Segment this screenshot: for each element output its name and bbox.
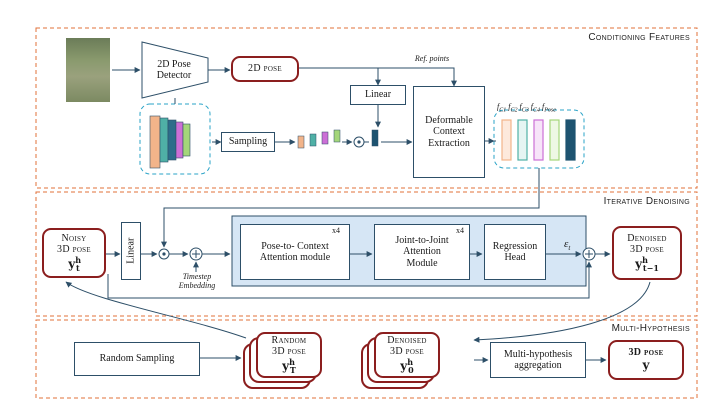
input-image [66, 38, 110, 102]
denoised-hypotheses-box: Denoised 3D pose yh0 [374, 332, 440, 378]
pose-detector-line1: 2D Pose [157, 58, 191, 70]
linear-box-top: Linear [350, 85, 406, 105]
final-pose-label: 3D pose [628, 347, 664, 359]
aggregation-box: Multi-hypothesis aggregation [490, 342, 586, 378]
add-node-2 [582, 247, 596, 261]
dce-line3: Extraction [428, 137, 470, 149]
denoised-line2: 3D pose [630, 244, 664, 256]
ref-points-label: Ref. points [414, 54, 450, 64]
multi-hypothesis-section-label: Multi-Hypothesis [611, 323, 690, 334]
conditioning-section-label: Conditioning Features [588, 32, 690, 43]
pose-ctx-line2: Attention module [259, 252, 331, 263]
random-symbol: yhT [282, 356, 296, 376]
multi-hypothesis-section-frame [35, 319, 698, 399]
pose-detector-shape [141, 41, 209, 99]
linear-label-top: Linear [364, 89, 392, 101]
final-pose-box: 3D pose y [608, 340, 684, 380]
denoised-hyp-line1: Denoised [387, 334, 427, 346]
denoising-section-label: Iterative Denoising [603, 196, 690, 207]
regression-head-box: Regression Head [484, 224, 546, 280]
pose-2d-label: 2D pose [248, 63, 282, 75]
joint-line1: Joint-to-Joint [395, 234, 449, 246]
random-line1: Random [271, 334, 307, 346]
noisy-pose-box: Noisy 3D pose yht [42, 228, 106, 278]
noisy-line1: Noisy [61, 232, 87, 244]
pose-detector-line2: Detector [156, 70, 192, 81]
joint-attention-box: Joint-to-Joint Attention Module [374, 224, 470, 280]
sampled-features [297, 129, 379, 149]
pose-context-repeat: x4 [332, 226, 340, 235]
connectors [65, 67, 651, 363]
sampling-label: Sampling [228, 136, 268, 148]
joint-line3: Module [406, 257, 438, 269]
random-sampling-box: Random Sampling [74, 342, 200, 376]
random-sampling-label: Random Sampling [99, 353, 175, 365]
multiply-node-1 [353, 136, 365, 148]
conditioning-section-frame [35, 27, 698, 189]
joint-line2: Attention [403, 246, 441, 258]
timestep-embedding-label: Timestep Embedding [178, 271, 216, 290]
epsilon-label: εt [564, 238, 571, 253]
denoised-hyp-symbol: yh0 [400, 356, 414, 376]
denoising-section-frame [35, 191, 698, 317]
aggregation-line2: aggregation [514, 360, 562, 371]
sampling-box: Sampling [221, 132, 275, 152]
linear-label-vertical: Linear [125, 237, 137, 265]
noisy-line2: 3D pose [57, 244, 91, 256]
regression-line2: Head [504, 252, 526, 263]
random-pose-box: Random 3D pose yhT [256, 332, 322, 378]
joint-attention-repeat: x4 [456, 226, 464, 235]
context-features-group [493, 109, 585, 169]
denoised-pose-box: Denoised 3D pose yht−1 [612, 226, 682, 280]
noisy-symbol: yht [68, 254, 82, 274]
denoised-hyp-line2: 3D pose [390, 346, 424, 358]
pose-detector-box: 2D Pose Detector [144, 54, 204, 86]
pose-ctx-line1: Pose-to- Context [261, 240, 329, 252]
denoised-symbol: yht−1 [635, 254, 659, 274]
deformable-context-box: Deformable Context Extraction [413, 86, 485, 178]
linear-box-vertical: Linear [121, 222, 141, 280]
pose-context-attention-box: Pose-to- Context Attention module [240, 224, 350, 280]
random-line2: 3D pose [272, 346, 306, 358]
dce-line1: Deformable [425, 114, 473, 126]
feature-labels: fC1 fC2 fC3 fC4 fPose [497, 102, 556, 114]
multiply-node-2 [158, 248, 170, 260]
pose-2d-box: 2D pose [231, 56, 299, 82]
context-feature-bars [501, 119, 576, 161]
final-pose-symbol: y [642, 357, 650, 372]
denoised-line1: Denoised [627, 232, 667, 244]
feature-map-stack [149, 115, 191, 169]
add-node-1 [189, 247, 203, 261]
aggregation-line1: Multi-hypothesis [503, 348, 573, 360]
dce-line2: Context [433, 126, 465, 138]
regression-line1: Regression [492, 240, 538, 252]
